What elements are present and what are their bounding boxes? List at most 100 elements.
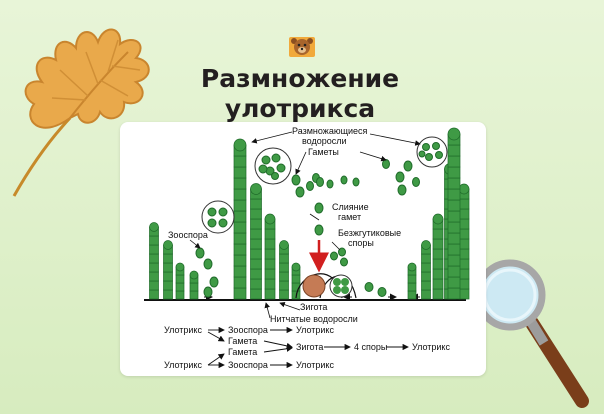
filament-cell bbox=[233, 155, 247, 168]
title-line-1: Размножение bbox=[200, 64, 400, 93]
filament-cell bbox=[279, 280, 289, 291]
filament-cell bbox=[407, 290, 417, 300]
filament-cell bbox=[189, 290, 199, 300]
label-reproducing-2: водоросли bbox=[302, 136, 347, 146]
title-line-2: улотрикса bbox=[224, 94, 376, 123]
label-fusion-1: Слияние bbox=[332, 202, 369, 212]
filament-cell bbox=[264, 238, 276, 250]
label-aflagellate-1: Безжгутиковые bbox=[338, 228, 401, 238]
filament-cell bbox=[458, 208, 470, 220]
filament-cell bbox=[149, 262, 159, 273]
filament-cell bbox=[432, 238, 444, 250]
filament-cell bbox=[447, 199, 461, 212]
filament-cell bbox=[233, 188, 247, 201]
filament-cell bbox=[250, 268, 262, 280]
filament-cell bbox=[432, 248, 444, 260]
filament-cell bbox=[250, 278, 262, 290]
filament-cell bbox=[250, 238, 262, 250]
filament-tip bbox=[149, 222, 159, 232]
label-filamentous: Нитчатые водоросли bbox=[270, 314, 358, 324]
filament-cell bbox=[458, 268, 470, 280]
filament-cell bbox=[233, 243, 247, 256]
filament-cell bbox=[279, 271, 289, 282]
label-zoospore: Зооспора bbox=[168, 230, 208, 240]
filament-cell bbox=[407, 282, 417, 292]
filament-cell bbox=[233, 265, 247, 278]
filament-cell bbox=[149, 289, 159, 300]
filament-cell bbox=[233, 166, 247, 179]
filament-tip bbox=[175, 262, 185, 272]
filament-cell bbox=[279, 253, 289, 264]
filament-cell bbox=[233, 177, 247, 190]
filament-cell bbox=[250, 198, 262, 210]
filament-cell bbox=[421, 253, 431, 264]
scheme-zygote: Зигота bbox=[296, 342, 323, 352]
scheme-gamete-2: Гамета bbox=[228, 347, 257, 357]
filament-cell bbox=[458, 278, 470, 290]
filament-cell bbox=[432, 258, 444, 270]
filament-cell bbox=[233, 210, 247, 223]
gametes-cells bbox=[291, 159, 420, 198]
filament-tip bbox=[264, 213, 276, 225]
filament-cell bbox=[432, 268, 444, 280]
magnifier-icon bbox=[474, 259, 589, 408]
filament-tip bbox=[163, 240, 173, 250]
scheme-arrows bbox=[207, 326, 409, 369]
filament-cell bbox=[250, 258, 262, 270]
filament-cell bbox=[264, 228, 276, 240]
filament-cell bbox=[447, 155, 461, 168]
oak-leaf-icon bbox=[12, 28, 150, 197]
filament-cell bbox=[447, 276, 461, 289]
filament-cell bbox=[279, 262, 289, 273]
filament-cell bbox=[163, 262, 173, 273]
filament-cell bbox=[233, 199, 247, 212]
filament-cell bbox=[458, 228, 470, 240]
filament-cell bbox=[175, 282, 185, 292]
filament-cell bbox=[250, 228, 262, 240]
filament-cell bbox=[432, 278, 444, 290]
filament-cell bbox=[233, 232, 247, 245]
filament-cell bbox=[163, 253, 173, 264]
filament-cell bbox=[421, 289, 431, 300]
filament-cell bbox=[149, 253, 159, 264]
scheme-spores: 4 споры bbox=[354, 342, 387, 352]
filament-cell bbox=[447, 254, 461, 267]
filament-cell bbox=[149, 271, 159, 282]
filament-cell bbox=[264, 258, 276, 270]
filament-cell bbox=[447, 188, 461, 201]
filament-cell bbox=[458, 288, 470, 300]
scheme-ulothrix-2: Улотрикс bbox=[296, 325, 334, 335]
filament-tip bbox=[432, 213, 444, 225]
label-aflagellate-2: споры bbox=[348, 238, 374, 248]
filament-cell bbox=[175, 290, 185, 300]
filament-cell bbox=[189, 282, 199, 292]
zoospore-cells bbox=[195, 247, 219, 298]
zygote-spores bbox=[329, 274, 353, 298]
filament-cell bbox=[458, 218, 470, 230]
filament-cell bbox=[175, 274, 185, 284]
filament-cell bbox=[163, 280, 173, 291]
filament-cell bbox=[291, 274, 301, 284]
filament-cell bbox=[458, 238, 470, 250]
reproduction-scheme: Улотрикс Зооспора Улотрикс Гамета Гамета… bbox=[164, 325, 450, 370]
scheme-ulothrix-4: Улотрикс bbox=[164, 360, 202, 370]
filament-cell bbox=[458, 248, 470, 260]
filament-cell bbox=[163, 289, 173, 300]
gametangium-left bbox=[254, 147, 292, 185]
scheme-zoospore-2: Зооспора bbox=[228, 360, 268, 370]
filament-cell bbox=[233, 254, 247, 267]
scheme-gamete-1: Гамета bbox=[228, 336, 257, 346]
filament-tip bbox=[189, 270, 199, 280]
filament-tip bbox=[407, 262, 417, 272]
filament-cell bbox=[421, 280, 431, 291]
zoosporangium-left bbox=[201, 200, 235, 234]
page-title: Размножение улотрикса bbox=[150, 64, 450, 124]
filament-cell bbox=[447, 265, 461, 278]
diagram-panel: Размножающиеся водоросли Гаметы Зооспора… bbox=[120, 122, 486, 376]
filament-cell bbox=[233, 276, 247, 289]
filament-tip bbox=[458, 183, 470, 195]
ulothrix-diagram: Размножающиеся водоросли Гаметы Зооспора… bbox=[144, 126, 470, 370]
filament-cell bbox=[264, 278, 276, 290]
scheme-ulothrix-1: Улотрикс bbox=[164, 325, 202, 335]
filament-cell bbox=[250, 248, 262, 260]
